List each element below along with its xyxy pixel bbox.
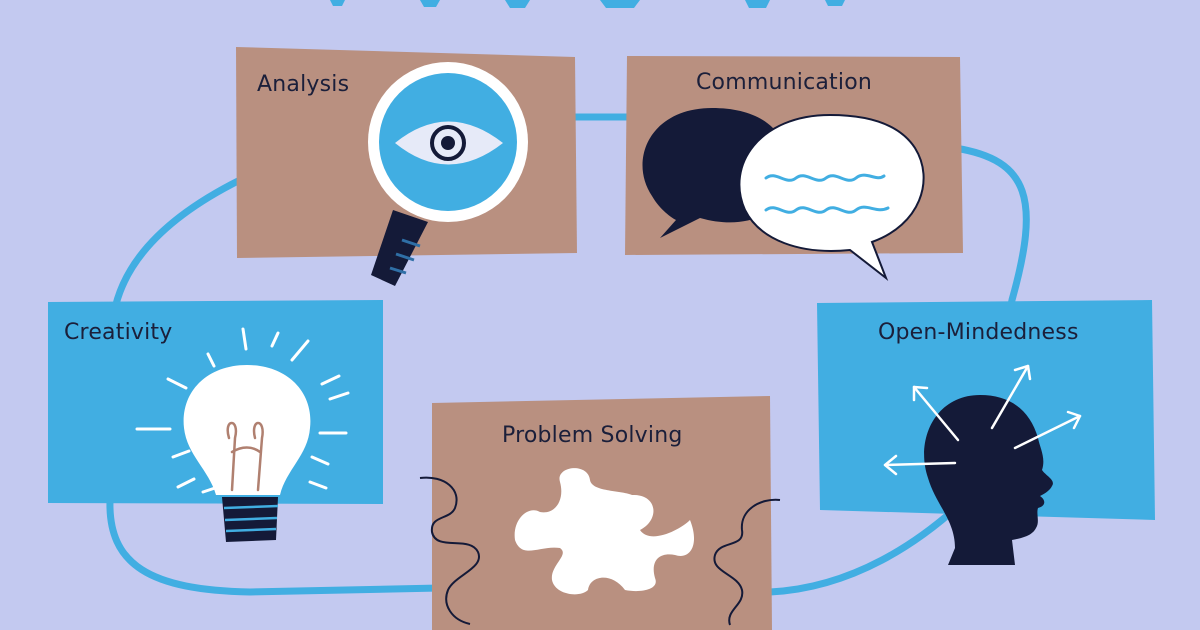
problem-solving-label: Problem Solving bbox=[502, 423, 683, 448]
communication-card bbox=[625, 56, 963, 282]
creativity-label: Creativity bbox=[64, 320, 173, 345]
problem-solving-card bbox=[419, 396, 781, 630]
cropped-title bbox=[330, 0, 845, 8]
puzzle-outline-left bbox=[419, 476, 481, 625]
creativity-card bbox=[48, 300, 383, 542]
speech-bubbles-icon bbox=[642, 108, 925, 282]
open-mindedness-card bbox=[817, 300, 1155, 565]
magnifier-eye-icon bbox=[368, 62, 528, 286]
open-mindedness-label: Open-Mindedness bbox=[878, 320, 1079, 345]
puzzle-outline-right bbox=[713, 498, 781, 626]
puzzle-piece-icon bbox=[514, 468, 695, 595]
lightbulb-icon bbox=[135, 327, 350, 542]
head-arrows-icon bbox=[883, 364, 1082, 565]
analysis-card bbox=[236, 47, 577, 286]
analysis-label: Analysis bbox=[257, 72, 350, 97]
communication-label: Communication bbox=[696, 70, 873, 95]
